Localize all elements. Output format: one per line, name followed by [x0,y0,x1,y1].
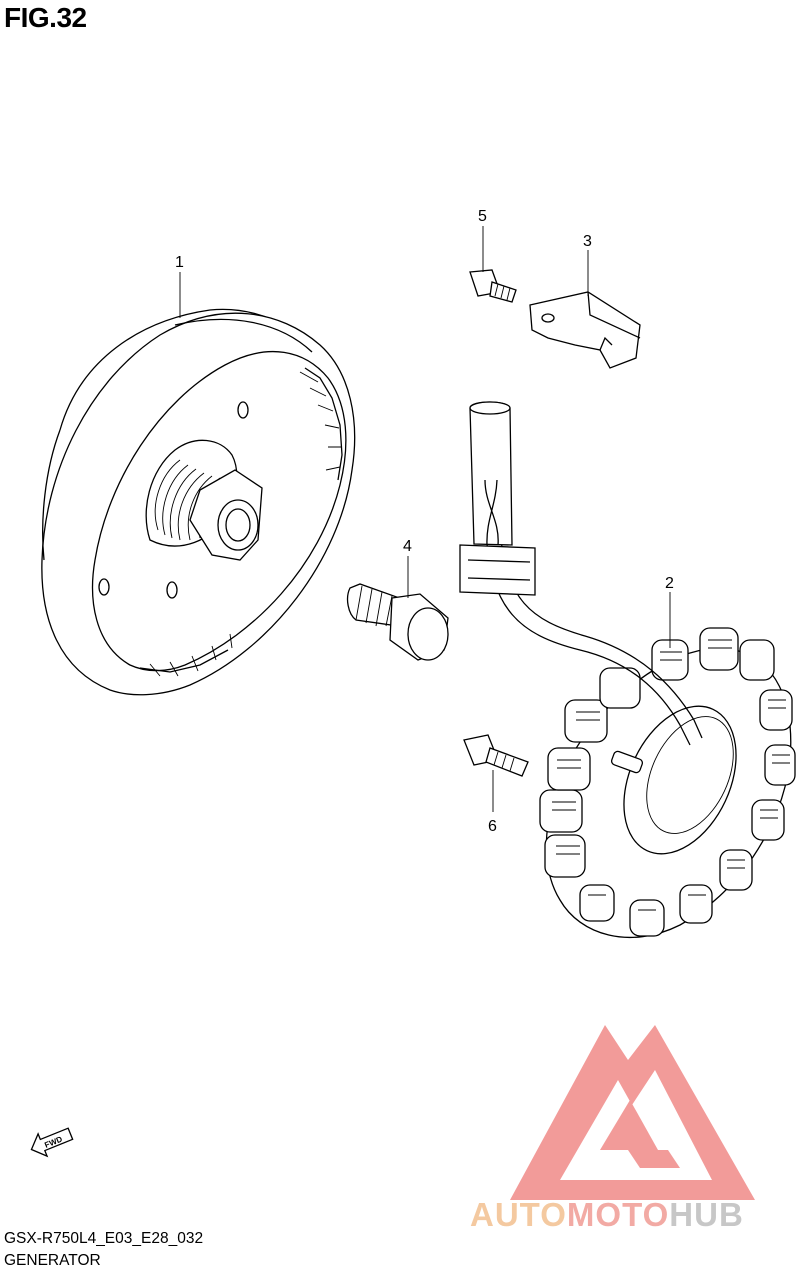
watermark-auto: AUTO [470,1196,567,1233]
callout-leaders [179,226,671,812]
rotor-flywheel-drawing [41,308,356,696]
callout-1: 1 [175,254,184,271]
watermark-text: AUTOMOTOHUB [470,1196,744,1234]
callout-6: 6 [488,818,497,835]
callout-3: 3 [583,233,592,250]
stator-coil-drawing [459,401,796,938]
figure-title: FIG.32 [4,2,87,33]
watermark-hub: HUB [669,1196,744,1233]
footer-code: GSX-R750L4_E03_E28_032 [4,1230,204,1247]
watermark-moto: MOTO [566,1196,670,1233]
callout-4: 4 [403,538,412,555]
footer: GSX-R750L4_E03_E28_032 GENERATOR [4,1228,203,1272]
automotohub-logo-icon [510,1025,755,1200]
stator-screw-drawing [463,734,529,777]
bracket-screw-drawing [469,269,517,303]
callout-5: 5 [478,208,487,225]
wire-clamp-bracket-drawing [529,291,641,369]
fwd-arrow-icon: FWD [30,1127,74,1158]
rotor-bolt-drawing [346,583,449,661]
footer-name: GENERATOR [4,1252,101,1269]
callout-2: 2 [665,575,674,592]
